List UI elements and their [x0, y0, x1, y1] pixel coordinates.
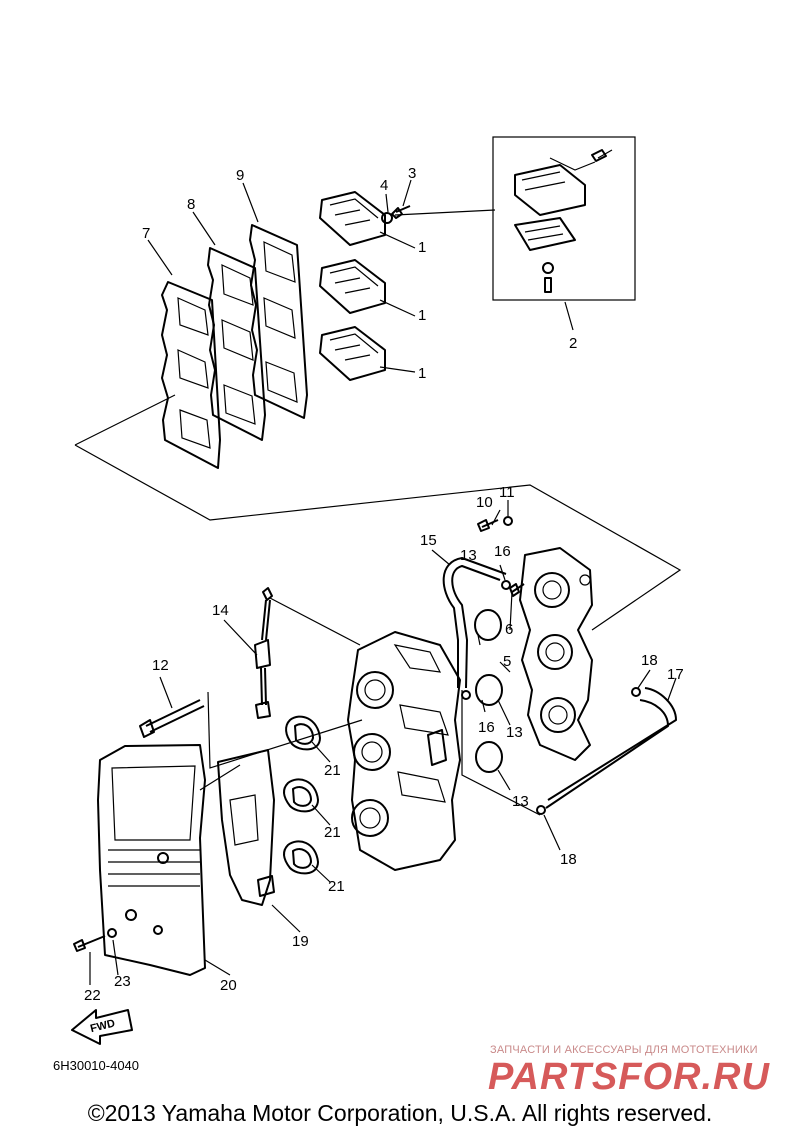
callout-5: 5	[503, 653, 511, 670]
gasket-21-lower	[283, 840, 319, 875]
bolt-12	[139, 699, 205, 738]
clip-16-upper	[501, 580, 511, 590]
upper-assembly-outline	[74, 394, 682, 631]
reed-valve-detail-box	[492, 136, 636, 301]
washer-11	[503, 516, 513, 526]
callout-21b: 21	[324, 824, 341, 841]
callout-13a: 13	[460, 547, 477, 564]
gasket-21-upper	[285, 715, 321, 751]
clip-16-lower	[461, 690, 471, 700]
gasket-9	[249, 224, 308, 419]
callout-23: 23	[114, 973, 131, 990]
callout-1a: 1	[418, 239, 426, 256]
carburetor-assembly	[347, 631, 461, 871]
reed-valve-assembly-2	[319, 259, 416, 317]
o-ring-13-lower	[475, 741, 503, 773]
hose-15	[442, 557, 507, 689]
callout-1c: 1	[418, 365, 426, 382]
callout-19: 19	[292, 933, 309, 950]
silencer-cover-20	[97, 744, 206, 976]
callout-10: 10	[476, 494, 493, 511]
callout-20: 20	[220, 977, 237, 994]
callout-13b: 13	[506, 724, 523, 741]
reed-valve-detail-drawing	[514, 149, 613, 293]
callout-18b: 18	[560, 851, 577, 868]
callout-16a: 16	[494, 543, 511, 560]
washer-23	[107, 928, 117, 938]
lower-assembly-outline	[199, 597, 541, 816]
callout-21a: 21	[324, 762, 341, 779]
gasket-8	[207, 247, 266, 441]
fwd-label: FWD	[89, 1017, 116, 1035]
reed-valve-assembly-1	[319, 191, 416, 249]
callout-21c: 21	[328, 878, 345, 895]
callout-3: 3	[408, 165, 416, 182]
callout-7: 7	[142, 225, 150, 242]
callout-2: 2	[569, 335, 577, 352]
fwd-arrow-icon	[71, 1009, 133, 1045]
intake-manifold	[519, 547, 593, 761]
watermark-brand: PARTSFOR.RU	[488, 1056, 770, 1098]
o-ring-13-middle	[475, 674, 503, 706]
clip-18-lower	[536, 805, 546, 815]
callout-16b: 16	[478, 719, 495, 736]
callout-12: 12	[152, 657, 169, 674]
gasket-7	[161, 281, 221, 469]
watermark-subtitle: ЗАПЧАСТИ И АКСЕССУАРЫ ДЛЯ МОТОТЕХНИКИ	[490, 1044, 758, 1056]
drawing-code: 6H30010-4040	[53, 1058, 140, 1073]
callout-6: 6	[505, 621, 513, 638]
callout-22: 22	[84, 987, 101, 1004]
callout-1b: 1	[418, 307, 426, 324]
callout-17: 17	[667, 666, 684, 683]
link-rod-14	[254, 587, 273, 719]
bolt-22	[73, 935, 106, 952]
callout-15: 15	[420, 532, 437, 549]
gasket-21-middle	[283, 778, 319, 813]
callout-14: 14	[212, 602, 229, 619]
screw-3	[391, 205, 411, 219]
silencer-gasket-19	[217, 749, 275, 906]
washer-4	[381, 212, 393, 224]
callout-13c: 13	[512, 793, 529, 810]
callout-4: 4	[380, 177, 388, 194]
hose-17	[545, 687, 677, 809]
bolt-10	[477, 519, 499, 532]
copyright-notice: ©2013 Yamaha Motor Corporation, U.S.A. A…	[87, 1100, 713, 1126]
callout-9: 9	[236, 167, 244, 184]
clip-18-upper	[631, 687, 641, 697]
reed-valve-assembly-3	[319, 326, 416, 381]
callout-8: 8	[187, 196, 195, 213]
o-ring-13-upper	[474, 609, 502, 641]
callout-18a: 18	[641, 652, 658, 669]
callout-11: 11	[499, 484, 515, 501]
